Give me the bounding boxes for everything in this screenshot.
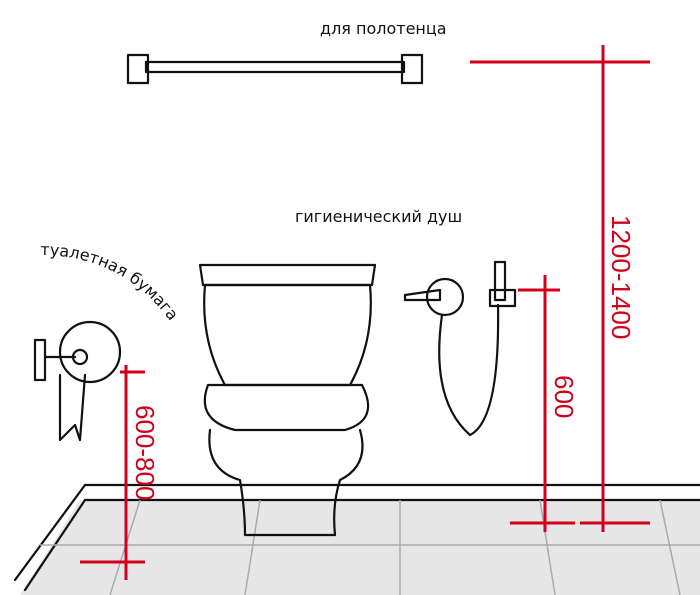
hygienic-shower — [403, 260, 517, 437]
floor — [13, 483, 700, 595]
paper-dimension: 600-800 — [130, 405, 160, 500]
shower-label: гигиенический душ — [295, 207, 462, 226]
dimension-paper — [80, 365, 145, 580]
towel-label: для полотенца — [320, 19, 447, 38]
shower-dimension: 600 — [549, 375, 579, 418]
towel-rail — [126, 53, 424, 85]
paper-label: туалетная бумага — [40, 240, 182, 324]
dimension-shower — [510, 275, 575, 532]
toilet-paper-holder — [33, 320, 122, 442]
towel-dimension: 1200-1400 — [606, 215, 636, 339]
svg-text:туалетная бумага: туалетная бумага — [40, 240, 182, 324]
toilet — [198, 263, 377, 537]
dimension-towel — [470, 45, 650, 532]
